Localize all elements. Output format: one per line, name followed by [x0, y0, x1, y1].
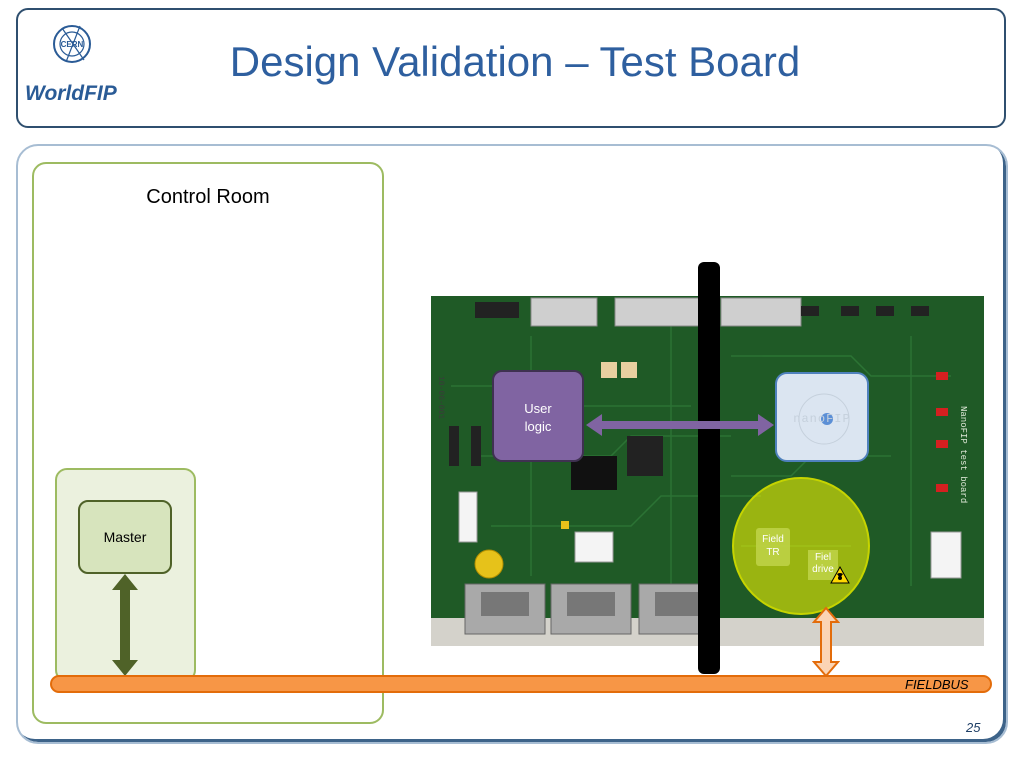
worldfip-logo: WorldFIP: [25, 82, 118, 105]
worldfip-logo-text: WorldFIP: [25, 82, 118, 105]
db9-connectors: [464, 583, 720, 635]
svg-text:10-06-001: 10-06-001: [436, 376, 445, 419]
master-bus-arrow: [112, 574, 138, 676]
page-number: 25: [966, 720, 981, 735]
user-logic-label: User logic: [524, 401, 552, 434]
master-label: Master: [103, 529, 147, 545]
nanofip-box: nanoFIP: [775, 372, 869, 462]
nanofip-chip-icon: [798, 393, 850, 445]
fieldbus-label: FIELDBUS: [905, 677, 969, 692]
logo-group: CERN WorldFIP: [25, 25, 118, 105]
fieldrive-highlight: [732, 477, 870, 615]
field-tr-box: Field TR: [756, 528, 790, 566]
nanofip-label: nanoFIP: [793, 412, 851, 426]
field-tr-label: Field TR: [762, 534, 784, 558]
radiation-warning-icon: [830, 566, 850, 584]
control-room-label: Control Room: [146, 186, 270, 208]
header-frame: [16, 8, 1006, 128]
field-drive-label: Fiel drive: [812, 552, 834, 575]
field-drive-box: Fiel drive: [808, 550, 838, 580]
fieldbus-connect-arrow: [812, 606, 840, 678]
master-box: Master: [78, 500, 172, 574]
fieldbus-bar: [50, 675, 992, 693]
divider-bar: [698, 262, 720, 674]
user-logic-box: User logic: [492, 370, 584, 462]
cern-logo: CERN: [53, 25, 91, 63]
top-connectors: [475, 297, 802, 327]
cern-logo-text: CERN: [61, 40, 84, 49]
slide-title: Design Validation – Test Board: [229, 38, 801, 85]
svg-text:NanoFIP test board: NanoFIP test board: [958, 406, 968, 503]
user-logic-nanofip-arrow: [586, 414, 774, 436]
